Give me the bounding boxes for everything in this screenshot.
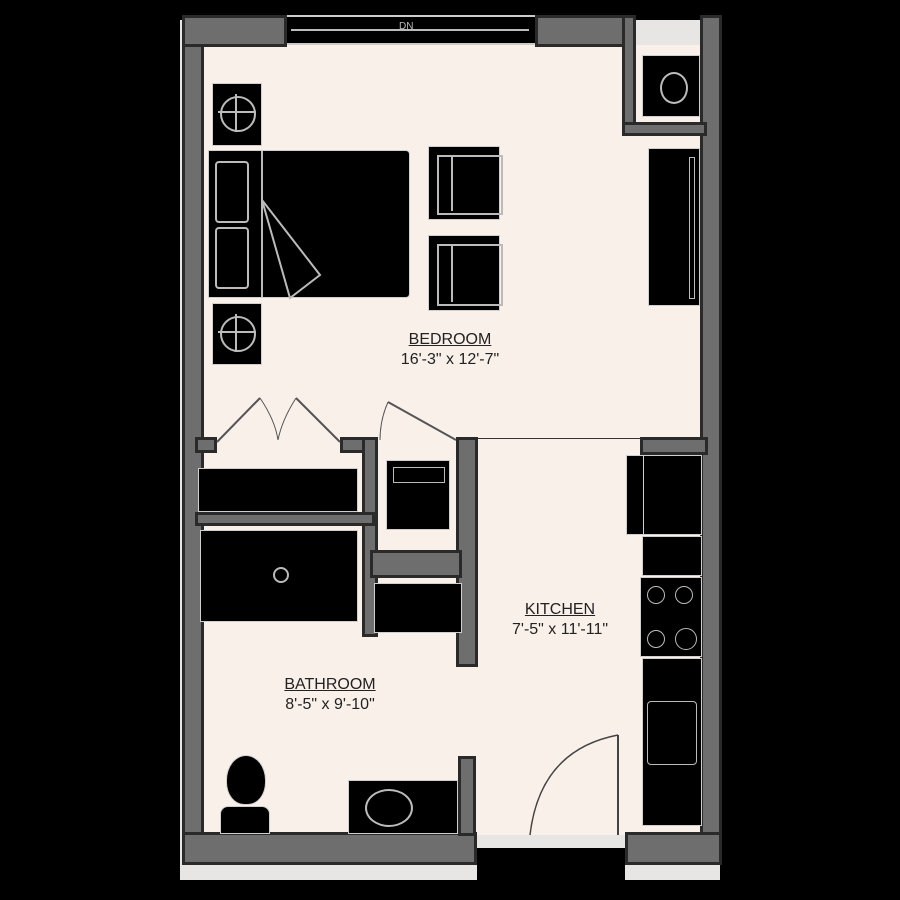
- wall-mech-closet-bottom: [622, 122, 707, 136]
- nightstand-top: [212, 83, 262, 146]
- bathroom-vanity: [348, 780, 458, 834]
- room-label-bathroom: BATHROOM 8'-5" x 9'-10": [250, 675, 410, 715]
- room-label-kitchen: KITCHEN 7'-5" x 11'-11": [480, 600, 640, 640]
- room-name: BEDROOM: [408, 331, 492, 348]
- wall-closet-bath: [195, 512, 375, 526]
- burner-icon: [647, 630, 665, 648]
- wall-bath-lower: [458, 756, 476, 836]
- sink-icon: [365, 789, 413, 827]
- kitchen-cabinet-upper: [642, 536, 702, 576]
- wall-top-left: [182, 15, 287, 47]
- room-label-bedroom: BEDROOM 16'-3" x 12'-7": [370, 330, 530, 370]
- bathtub: [200, 530, 358, 622]
- toilet-bowl: [226, 755, 266, 805]
- room-dims: 16'-3" x 12'-7": [400, 351, 500, 368]
- water-heater: [642, 55, 700, 117]
- kitchen-counter: [642, 658, 702, 826]
- dresser: [648, 148, 700, 306]
- burner-icon: [675, 586, 693, 604]
- chair-top: [428, 146, 503, 220]
- linen-storage: [374, 583, 462, 633]
- burner-icon: [647, 586, 665, 604]
- room-name: KITCHEN: [524, 601, 596, 618]
- wall-kitchen-top: [640, 437, 708, 455]
- stove: [640, 577, 702, 657]
- entry-threshold: [477, 848, 625, 900]
- pillow: [215, 227, 249, 289]
- burner-icon: [675, 628, 697, 650]
- drain-icon: [273, 567, 289, 583]
- toilet-tank: [220, 806, 270, 834]
- lamp-icon: [220, 96, 256, 132]
- closet-rod: [198, 468, 358, 512]
- fridge-door-panel: [626, 455, 644, 535]
- room-name: BATHROOM: [284, 676, 376, 693]
- kitchen-sink-icon: [647, 701, 697, 765]
- wall-top-right: [535, 15, 635, 47]
- refrigerator: [642, 455, 702, 535]
- nightstand-bottom: [212, 303, 262, 365]
- wall-linen-shelf: [370, 550, 462, 578]
- window-top: DN: [287, 15, 535, 45]
- window-label: DN: [399, 21, 414, 32]
- washer-dryer: [386, 460, 450, 530]
- water-heater-circle-icon: [660, 72, 688, 104]
- wall-bottom-left: [182, 832, 477, 865]
- room-dims: 7'-5" x 11'-11": [511, 621, 609, 638]
- chair-bottom: [428, 235, 503, 311]
- room-divider-line: [478, 438, 642, 439]
- lamp-icon: [220, 316, 256, 352]
- wall-bottom-right: [625, 832, 722, 865]
- pillow: [215, 161, 249, 223]
- wall-closet-top-left: [195, 437, 217, 453]
- room-dims: 8'-5" x 9'-10": [285, 696, 375, 713]
